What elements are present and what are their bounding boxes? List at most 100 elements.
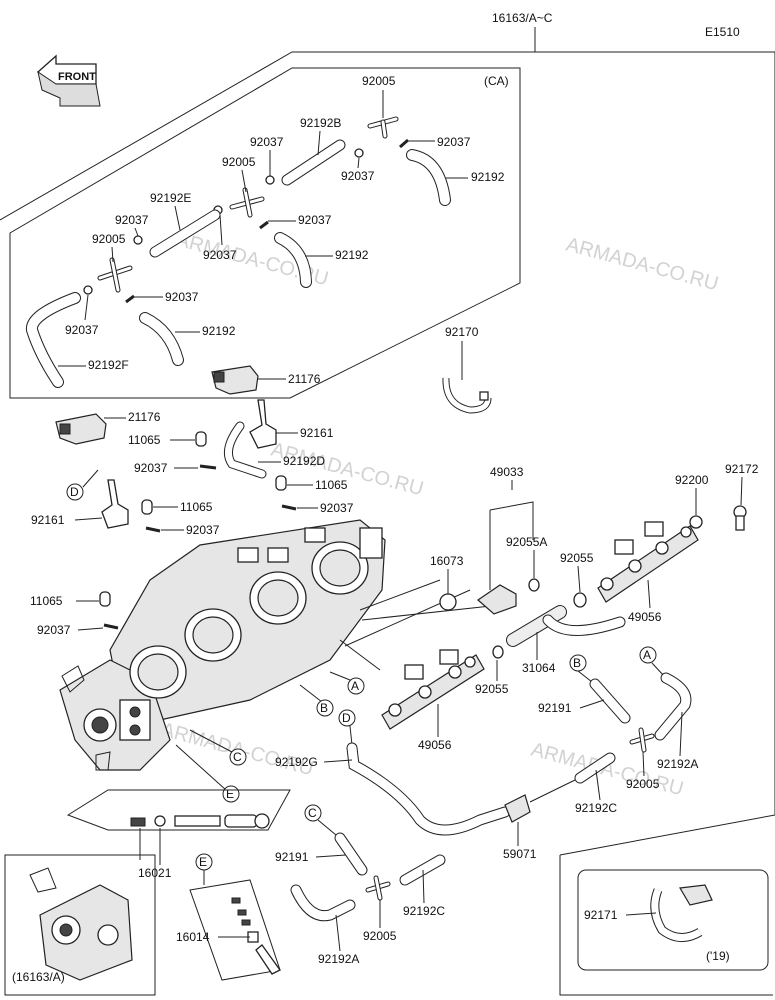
clamp-92170: 92170 [442, 325, 492, 414]
ca-parts [26, 116, 451, 388]
sensor-21176-lower: 21176 92161 [31, 410, 161, 529]
label-92037-a: 92037 [250, 135, 284, 149]
label-92037-d: 92037 [115, 213, 149, 227]
bolt-92172 [733, 505, 747, 531]
oring-92055-b [492, 645, 504, 659]
label-92037-l: 92037 [37, 623, 71, 637]
label-92037-j: 92037 [320, 501, 354, 515]
label-11065-d: 11065 [30, 594, 63, 608]
label-92037-h: 92037 [65, 323, 99, 337]
connector-49033 [477, 578, 540, 615]
label-92055-b: 92055 [475, 682, 509, 696]
clip-icon [399, 138, 409, 149]
label-92005-top: 92005 [362, 74, 396, 88]
label-59071: 59071 [503, 847, 537, 861]
label-92005-b: 92005 [222, 155, 256, 169]
label-92037-k: 92037 [186, 523, 220, 537]
clip-icon [354, 148, 364, 158]
label-21176-a: 21176 [288, 372, 321, 386]
label-92037-g: 92037 [165, 290, 199, 304]
label-16073: 16073 [430, 554, 464, 568]
label-92005-c: 92005 [92, 232, 126, 246]
ref-A-2 [639, 646, 657, 664]
fuel-rail-upper [597, 521, 699, 603]
label-92055-a: 92055 [560, 551, 594, 565]
figure-code-label: E1510 [705, 25, 740, 39]
front-arrow-icon: FRONT [37, 54, 101, 107]
inset-right-caption: ('19) [706, 949, 730, 963]
label-11065-b: 11065 [180, 500, 213, 514]
label-92192E: 92192E [150, 191, 191, 205]
ca-variant-label: (CA) [484, 74, 509, 88]
assembly-ref-label: 16163/A~C [492, 11, 553, 25]
label-92037-f: 92037 [203, 248, 237, 262]
label-92192-a: 92192 [471, 170, 505, 184]
ref-C-2 [304, 804, 322, 822]
ref-C-2-label: C [308, 806, 317, 820]
oring-16073 [439, 593, 457, 611]
label-92171: 92171 [584, 908, 618, 922]
ref-A-2-label: A [643, 648, 651, 662]
label-92191-a: 92191 [538, 701, 572, 715]
label-21176-b: 21176 [128, 410, 161, 424]
label-92005-d: 92005 [626, 777, 660, 791]
ref-A-1-label: A [351, 679, 359, 693]
label-11065-a: 11065 [128, 433, 161, 447]
label-92037-i: 92037 [134, 461, 168, 475]
label-92192A-b: 92192A [318, 952, 359, 966]
fuel-labels: 49033 92055A 16073 92055 92200 92172 490… [418, 462, 759, 752]
ca-labels: 92005 92037 92192B 92037 92005 92037 921… [58, 74, 505, 372]
assembly-outline [0, 51, 775, 856]
label-11065-c: 11065 [315, 478, 348, 492]
label-92170: 92170 [445, 325, 479, 339]
inset-left: (16163/A) [4, 854, 156, 996]
fuel-rail-lower [381, 649, 485, 730]
label-92192-b: 92192 [335, 248, 369, 262]
screw-set-16014: E 16014 [176, 853, 281, 981]
ref-A-1 [347, 677, 365, 695]
label-92192A-a: 92192A [657, 757, 698, 771]
throttle-body [59, 519, 386, 771]
ref-D-1 [66, 483, 84, 501]
label-49056-b: 49056 [418, 738, 452, 752]
ref-B-1-label: B [320, 701, 328, 715]
caps-and-clips: 11065 92037 11065 92037 11065 92037 1106… [30, 421, 354, 637]
label-49056-a: 49056 [628, 610, 662, 624]
label-92161-a: 92161 [300, 426, 334, 440]
lower-hoses: B 92191 A 92192A 92005 92192C D 92192G [275, 646, 698, 966]
label-92192D: 92192D [283, 454, 325, 468]
label-31064: 31064 [522, 661, 556, 675]
ref-B-1 [316, 699, 334, 717]
sensor-21176-upper: 21176 92161 [211, 365, 334, 449]
watermark-1: ARMADA-CO.RU [564, 234, 721, 296]
ref-D-1-label: D [70, 485, 79, 499]
label-92191-b: 92191 [275, 850, 309, 864]
label-92005-e: 92005 [363, 929, 397, 943]
screw-set-16021: 16021 [66, 789, 291, 880]
label-92055A: 92055A [506, 535, 547, 549]
label-92037-c: 92037 [341, 169, 375, 183]
label-92200: 92200 [675, 473, 709, 487]
oring-92200 [689, 515, 703, 529]
watermarks: ARMADA-CO.RU ARMADA-CO.RU ARMADA-CO.RU A… [159, 229, 721, 801]
joint-59071 [504, 794, 531, 823]
label-92037-e: 92037 [298, 213, 332, 227]
oring-92055-a [573, 592, 587, 608]
inset-right: 92171 ('19) [559, 855, 773, 996]
label-92161-b: 92161 [31, 513, 65, 527]
ca-inset-frame [9, 67, 521, 399]
label-92192G: 92192G [275, 755, 318, 769]
label-92192-c: 92192 [202, 324, 236, 338]
label-92192F: 92192F [88, 358, 129, 372]
ref-C-1 [229, 748, 247, 766]
label-92192C-a: 92192C [575, 801, 617, 815]
ref-E-1-label: E [226, 787, 234, 801]
label-92192B: 92192B [300, 116, 341, 130]
label-92172: 92172 [725, 462, 759, 476]
ref-B-2-label: B [573, 656, 581, 670]
label-49033: 49033 [490, 465, 524, 479]
label-92037-b: 92037 [437, 135, 471, 149]
ref-D-2 [338, 709, 356, 727]
